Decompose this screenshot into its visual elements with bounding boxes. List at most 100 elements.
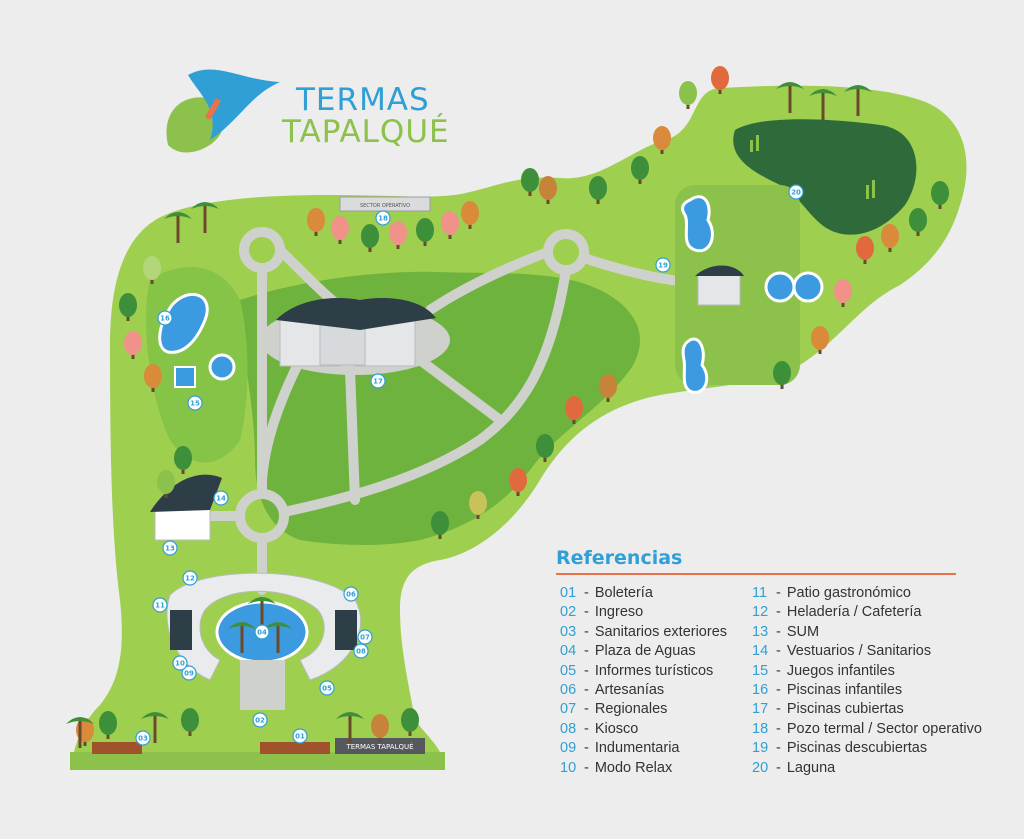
reference-number: 19 — [752, 740, 769, 757]
svg-text:05: 05 — [322, 685, 332, 693]
children-pool-round — [208, 353, 236, 381]
map-marker-03[interactable]: 03 — [135, 730, 151, 746]
reference-label: SUM — [786, 623, 820, 640]
tree-icon — [416, 218, 434, 246]
map-marker-18[interactable]: 18 — [375, 210, 391, 226]
sum-building — [150, 474, 222, 541]
reference-item-05: 05-Informes turísticos — [560, 662, 727, 681]
reference-dash: - — [584, 720, 589, 737]
tree-icon — [539, 176, 557, 204]
reference-number: 15 — [752, 662, 769, 679]
tree-icon — [711, 66, 729, 94]
logo-line1: TERMAS — [295, 82, 430, 118]
svg-text:11: 11 — [155, 602, 165, 610]
map-marker-07[interactable]: 07 — [357, 629, 373, 645]
entrance-sign-board — [335, 738, 425, 754]
svg-text:17: 17 — [373, 378, 383, 386]
map-marker-17[interactable]: 17 — [370, 373, 386, 389]
map-marker-13[interactable]: 13 — [162, 540, 178, 556]
map-marker-08[interactable]: 08 — [353, 643, 369, 659]
tree-icon — [834, 279, 852, 307]
reference-number: 01 — [560, 585, 577, 601]
outdoor-pool-south — [681, 337, 709, 394]
map-marker-11[interactable]: 11 — [152, 597, 168, 613]
map-marker-06[interactable]: 06 — [343, 586, 359, 602]
reference-dash: - — [584, 662, 589, 679]
reference-label: Piscinas cubiertas — [786, 701, 904, 718]
tree-icon — [881, 224, 899, 252]
tree-icon — [174, 446, 192, 474]
tree-icon — [521, 168, 539, 196]
reference-number: 18 — [752, 720, 769, 737]
reference-item-07: 07-Regionales — [560, 700, 727, 719]
map-marker-19[interactable]: 19 — [655, 257, 671, 273]
outdoor-pool-pavilion — [695, 265, 744, 306]
palm-tree-icon — [228, 622, 256, 653]
reference-dash: - — [584, 585, 589, 601]
reference-dash: - — [776, 701, 781, 718]
reference-item-06: 06-Artesanías — [560, 681, 727, 700]
svg-text:08: 08 — [356, 648, 366, 656]
svg-text:12: 12 — [185, 575, 195, 583]
reference-label: Modo Relax — [594, 759, 673, 776]
reference-item-12: 12-Heladería / Cafetería — [752, 603, 982, 622]
reference-number: 16 — [752, 681, 769, 698]
tree-icon — [509, 468, 527, 496]
map-marker-10[interactable]: 10 — [172, 655, 188, 671]
map-marker-05[interactable]: 05 — [319, 680, 335, 696]
map-marker-04[interactable]: 04 — [254, 624, 270, 640]
map-marker-02[interactable]: 02 — [252, 712, 268, 728]
reference-label: Plaza de Aguas — [594, 643, 696, 660]
map-marker-14[interactable]: 14 — [213, 490, 229, 506]
children-pool — [158, 292, 209, 354]
entrance-sign-text: TERMAS TAPALQUÉ — [345, 742, 413, 751]
tree-icon — [99, 711, 117, 739]
reference-dash: - — [776, 604, 781, 621]
reference-label: Sanitarios exteriores — [594, 623, 728, 640]
svg-text:13: 13 — [165, 545, 175, 553]
reference-item-19: 19-Piscinas descubiertas — [752, 739, 982, 758]
reference-label: Heladería / Cafetería — [786, 604, 922, 621]
references-divider — [556, 573, 956, 575]
reference-number: 12 — [752, 604, 769, 621]
svg-text:07: 07 — [360, 634, 370, 642]
reference-number: 10 — [560, 759, 577, 776]
reference-dash: - — [776, 720, 781, 737]
tree-icon — [773, 361, 791, 389]
reference-label: Patio gastronómico — [786, 585, 911, 601]
reference-number: 14 — [752, 643, 769, 660]
svg-text:19: 19 — [658, 262, 668, 270]
reference-number: 17 — [752, 701, 769, 718]
outdoor-pool-north — [681, 195, 714, 253]
map-marker-12[interactable]: 12 — [182, 570, 198, 586]
reference-item-18: 18-Pozo termal / Sector operativo — [752, 720, 982, 739]
tree-icon — [371, 714, 389, 742]
map-marker-09[interactable]: 09 — [181, 665, 197, 681]
outdoor-pool-east — [764, 271, 824, 303]
svg-text:02: 02 — [255, 717, 265, 725]
tree-icon — [431, 511, 449, 539]
reference-label: Laguna — [786, 759, 836, 776]
map-marker-20[interactable]: 20 — [788, 184, 804, 200]
tree-icon — [144, 364, 162, 392]
map-marker-16[interactable]: 16 — [157, 310, 173, 326]
tree-icon — [307, 208, 325, 236]
tree-icon — [599, 374, 617, 402]
palm-tree-icon — [264, 622, 292, 653]
reference-item-11: 11-Patio gastronómico — [752, 584, 982, 603]
logo-wave-icon — [188, 69, 280, 140]
palm-tree-icon — [141, 712, 169, 743]
reference-dash: - — [776, 662, 781, 679]
trees — [66, 66, 949, 748]
map-marker-15[interactable]: 15 — [187, 395, 203, 411]
playground — [174, 366, 196, 388]
svg-text:09: 09 — [184, 670, 194, 678]
map-marker-01[interactable]: 01 — [292, 728, 308, 744]
reference-dash: - — [776, 759, 781, 776]
restrooms-building — [92, 742, 142, 754]
reference-dash: - — [776, 623, 781, 640]
tree-icon — [909, 208, 927, 236]
